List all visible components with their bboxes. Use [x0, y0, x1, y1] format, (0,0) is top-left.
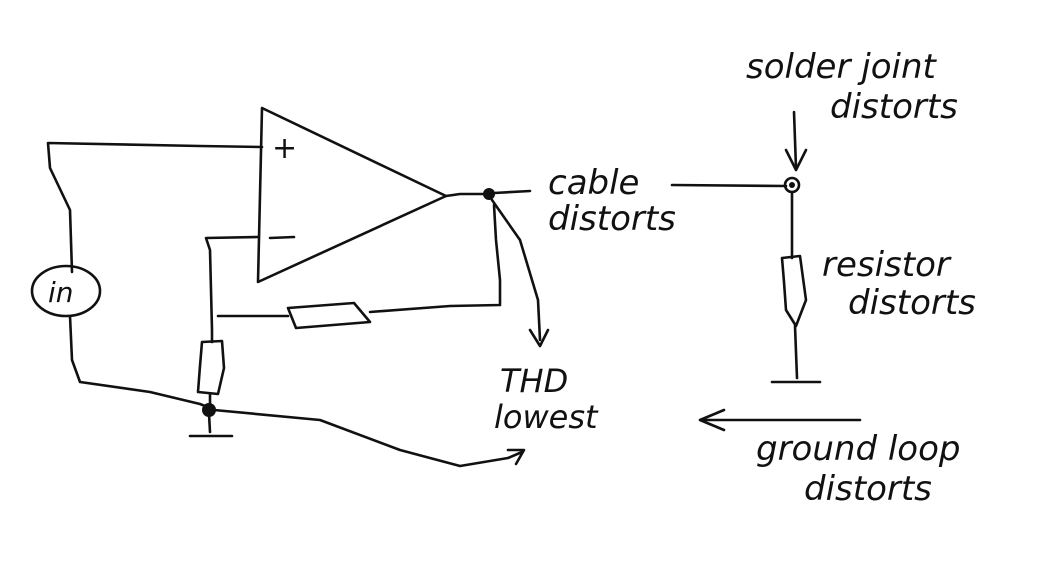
resistor-label-line2: distorts: [848, 283, 976, 323]
solder-arrow: [792, 110, 798, 170]
input-source-label: in: [48, 276, 74, 309]
opamp-minus-label: [268, 235, 296, 240]
ground-loop-label-line2: distorts: [804, 469, 932, 509]
source-ground-wire: [68, 314, 212, 410]
thd-label-line2: lowest: [494, 398, 599, 436]
solder-arrowhead: [784, 148, 808, 172]
ground-resistor: [196, 339, 226, 396]
feedback-wire-right: [368, 203, 502, 314]
solder-joint-dot: [789, 182, 795, 188]
ground-node: [202, 403, 216, 417]
opamp-output-wire: [444, 192, 488, 198]
output-to-thd-arrow: [490, 198, 542, 342]
load-resistor: [780, 254, 808, 328]
cable-label-line1: cable: [548, 163, 639, 203]
resistor-label-line1: resistor: [822, 245, 952, 285]
opamp-plus-label: +: [272, 131, 297, 166]
ground-loop-label-line1: ground loop: [756, 429, 960, 469]
thd-label-line1: THD: [500, 362, 568, 400]
ground-loop-arrowhead: [698, 408, 726, 432]
feedback-resistor: [286, 301, 372, 330]
opamp-triangle: [256, 106, 448, 284]
output-cable: [492, 189, 532, 195]
output-node: [483, 188, 495, 200]
load-wire-bottom: [793, 324, 799, 380]
minus-input-wire: [204, 235, 260, 344]
ground-node-stem: [207, 412, 212, 434]
solder-label-line1: solder joint: [746, 47, 937, 87]
solder-label-line2: distorts: [830, 87, 958, 127]
ground-to-thd-wire: [212, 408, 524, 468]
output-to-thd-arrowhead: [528, 328, 550, 348]
input-source-circle: [30, 264, 102, 318]
ground-to-thd-arrowhead: [506, 448, 526, 466]
cable-wire: [670, 183, 788, 188]
cable-label-line2: distorts: [548, 199, 676, 239]
plus-input-wire: [46, 141, 264, 274]
